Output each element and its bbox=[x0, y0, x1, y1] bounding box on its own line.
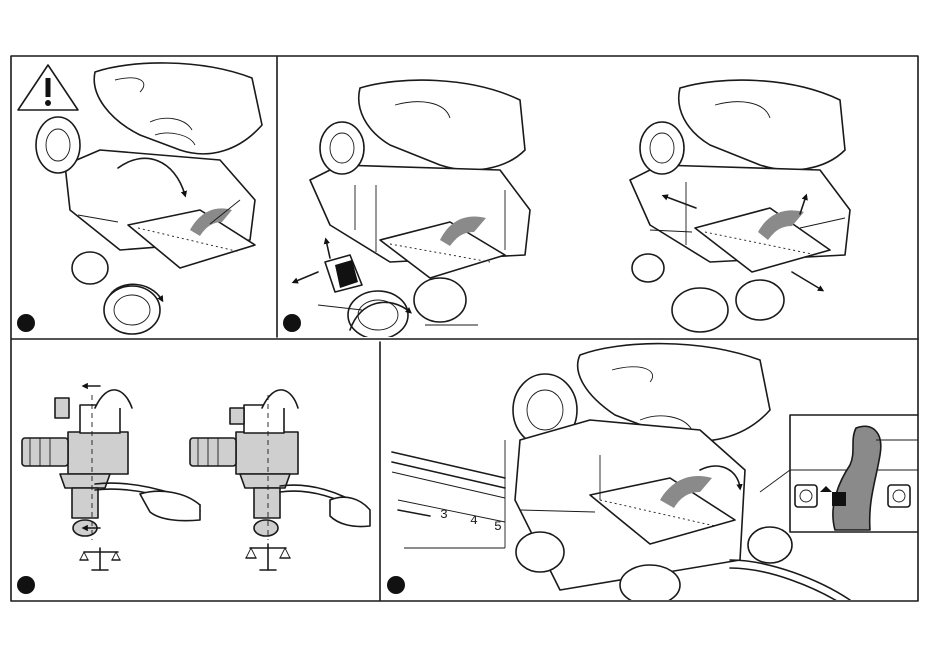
scale-mark-3: 3 bbox=[440, 507, 448, 522]
scale-inset: 3 4 5 bbox=[392, 432, 505, 548]
warning-triangle-icon bbox=[18, 65, 78, 110]
camera-right bbox=[190, 390, 370, 540]
panel-2 bbox=[294, 80, 850, 339]
panel-2b bbox=[630, 80, 850, 332]
scale-mark-4: 4 bbox=[470, 513, 478, 528]
scale-mark-5: 5 bbox=[494, 519, 502, 534]
detail-inset bbox=[760, 415, 918, 532]
step-badge-1 bbox=[17, 314, 35, 332]
viewfinder bbox=[36, 117, 80, 173]
step-badge-2 bbox=[283, 314, 301, 332]
hand bbox=[94, 63, 262, 154]
step-badge-3 bbox=[17, 576, 35, 594]
panel-3 bbox=[22, 386, 370, 570]
step-badge-4 bbox=[387, 576, 405, 594]
camera-left bbox=[22, 386, 200, 540]
balance-scale-icon bbox=[80, 548, 120, 570]
panel-4: 3 4 5 bbox=[392, 344, 918, 605]
panel-1 bbox=[18, 63, 262, 334]
balance-scale-icon bbox=[246, 544, 290, 570]
panel-2a bbox=[294, 80, 530, 339]
